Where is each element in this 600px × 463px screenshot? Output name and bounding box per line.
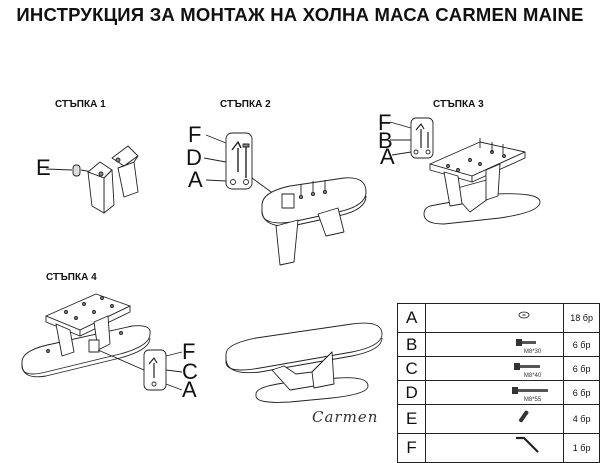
table-row: F 1 бр — [396, 433, 600, 463]
step-1-letter-e: E — [36, 155, 51, 180]
part-letter: E — [396, 404, 427, 434]
page-title: ИНСТРУКЦИЯ ЗА МОНТАЖ НА ХОЛНА МАСА CARME… — [16, 4, 584, 25]
part-quantity: 4 бр — [563, 404, 600, 434]
step-2-letter-f: F — [188, 122, 202, 147]
allen-key-icon — [516, 436, 540, 453]
step-3-letter-b: B — [378, 128, 393, 153]
table-row: C M8*40 6 бр — [396, 356, 600, 381]
part-illustration-cell: M8*40 — [425, 356, 565, 381]
table-row: B M8*30 6 бр — [396, 332, 600, 357]
table-row: E 4 бр — [396, 404, 600, 434]
step-4-illustration — [21, 293, 183, 391]
dowel-icon — [519, 410, 529, 423]
table-row: A 18 бр — [396, 303, 600, 333]
bolt-long-icon — [512, 387, 549, 394]
step-4-label: СТЪПКА 4 — [46, 272, 97, 283]
part-size: M8*30 — [523, 349, 542, 355]
bolt-medium-icon — [514, 363, 541, 370]
step-2-letter-a: A — [188, 167, 203, 192]
finished-table-illustration — [225, 322, 383, 403]
part-size: M8*40 — [523, 373, 542, 379]
part-quantity: 6 бр — [563, 380, 600, 405]
part-letter: B — [396, 332, 427, 357]
step-4-letter-c: C — [182, 359, 198, 384]
step-1-label: СТЪПКА 1 — [55, 99, 106, 110]
part-quantity: 18 бр — [563, 303, 600, 333]
step-3-illustration — [389, 117, 541, 225]
part-illustration-cell: M8*30 — [425, 332, 565, 357]
step-2-label: СТЪПКА 2 — [220, 99, 271, 110]
part-illustration-cell — [425, 303, 565, 333]
part-quantity: 6 бр — [563, 332, 600, 357]
table-row: D M8*55 6 бр — [396, 380, 600, 405]
part-letter: D — [396, 380, 427, 405]
part-letter: A — [396, 303, 427, 333]
part-quantity: 6 бр — [563, 356, 600, 381]
dowel-icon — [72, 164, 81, 177]
part-illustration-cell — [425, 404, 565, 434]
step-3-label: СТЪПКА 3 — [433, 99, 484, 110]
brand-logo: Carmen — [312, 408, 379, 426]
part-illustration-cell: M8*55 — [425, 380, 565, 405]
part-illustration-cell — [425, 433, 565, 463]
step-2-illustration — [203, 132, 367, 266]
parts-table: A 18 бр B M8*30 6 бр C M8*40 6 — [396, 303, 600, 463]
step-3-letter-a: A — [380, 144, 395, 169]
step-2-letter-d: D — [186, 145, 202, 170]
step-4-letter-a: A — [182, 377, 197, 402]
step-1-illustration — [45, 145, 139, 214]
bolt-short-icon — [516, 339, 537, 346]
step-4-letter-f: F — [182, 339, 196, 364]
washer-icon — [518, 311, 530, 319]
step-3-letter-f: F — [378, 110, 392, 135]
part-quantity: 1 бр — [563, 433, 600, 463]
part-letter: F — [396, 433, 427, 463]
part-letter: C — [396, 356, 427, 381]
part-size: M8*55 — [523, 397, 542, 403]
